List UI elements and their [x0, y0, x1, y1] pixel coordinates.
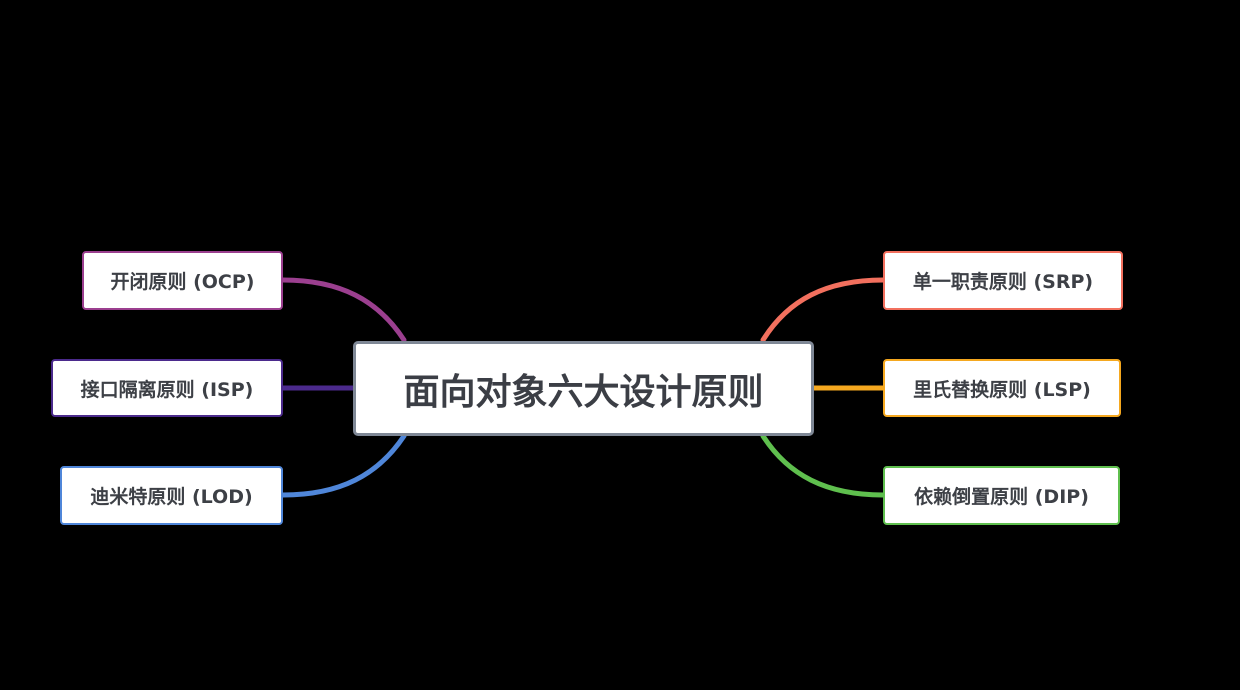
- branch-node-srp[interactable]: 单一职责原则 (SRP): [883, 251, 1123, 310]
- branch-label-ocp: 开闭原则 (OCP): [110, 271, 255, 293]
- branch-node-ocp[interactable]: 开闭原则 (OCP): [82, 251, 283, 310]
- branch-node-lsp[interactable]: 里氏替换原则 (LSP): [883, 359, 1121, 417]
- connector-dip: [760, 433, 886, 498]
- branch-node-lod[interactable]: 迪米特原则 (LOD): [60, 466, 283, 525]
- central-topic[interactable]: 面向对象六大设计原则: [353, 341, 814, 436]
- branch-label-lod: 迪米特原则 (LOD): [90, 486, 253, 508]
- branch-label-lsp: 里氏替换原则 (LSP): [913, 378, 1091, 401]
- branch-node-isp[interactable]: 接口隔离原则 (ISP): [51, 359, 283, 417]
- branch-label-isp: 接口隔离原则 (ISP): [80, 378, 254, 401]
- branch-label-dip: 依赖倒置原则 (DIP): [914, 486, 1089, 508]
- connector-ocp: [280, 277, 407, 343]
- branch-label-srp: 单一职责原则 (SRP): [912, 271, 1094, 293]
- connector-srp: [760, 277, 886, 343]
- central-topic-label: 面向对象六大设计原则: [403, 371, 764, 413]
- connector-lod: [280, 433, 407, 498]
- branch-node-dip[interactable]: 依赖倒置原则 (DIP): [883, 466, 1120, 525]
